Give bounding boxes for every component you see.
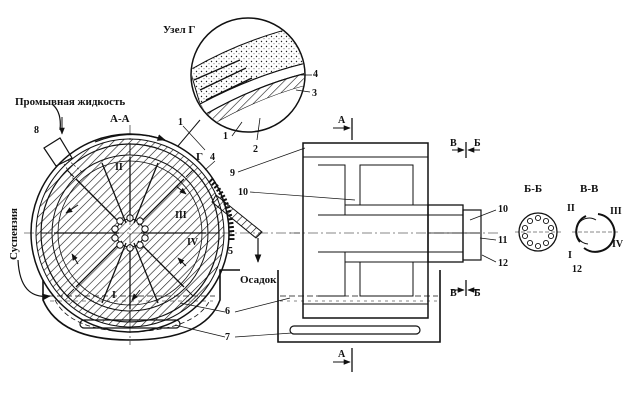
sediment-label: Осадок	[240, 274, 277, 286]
section-bb-view	[515, 212, 561, 252]
vv-label-12: 12	[572, 264, 582, 275]
detail-label-4: 4	[313, 69, 318, 80]
detail-label-3: 3	[312, 88, 317, 99]
section-vv-view	[572, 213, 618, 253]
label-12: 12	[498, 258, 508, 269]
cell-I: I	[112, 290, 116, 301]
longitudinal-section	[277, 118, 500, 372]
section-bb-title: Б-Б	[524, 183, 542, 195]
cell-III: III	[175, 210, 187, 221]
label-4: 4	[210, 152, 215, 163]
label-10-long: 10	[498, 204, 508, 215]
label-5: 5	[228, 246, 233, 257]
cut-b-bottom: Б	[474, 288, 481, 299]
suspension-label: Суспензия	[8, 208, 20, 260]
section-vv-title: В-В	[580, 183, 599, 195]
cut-a-top: А	[338, 115, 346, 126]
label-11: 11	[498, 235, 507, 246]
label-1: 1	[178, 117, 183, 128]
vv-I: I	[568, 250, 572, 261]
cut-a-bottom: А	[338, 349, 346, 360]
cell-IV: IV	[187, 237, 199, 248]
label-7: 7	[225, 332, 230, 343]
cut-b-top: Б	[474, 138, 481, 149]
label-8: 8	[34, 125, 39, 136]
label-6: 6	[225, 306, 230, 317]
leaders-longitudinal	[469, 209, 497, 263]
vv-III: III	[610, 206, 622, 217]
detail-g-view	[177, 17, 312, 147]
section-aa-label: А-А	[110, 113, 130, 125]
wash-liquid-label: Промывная жидкость	[15, 96, 125, 108]
vv-IV: IV	[612, 239, 624, 250]
letter-g: Г	[196, 151, 203, 163]
detail-title: Узел Г	[163, 24, 195, 36]
cut-v-bottom: В	[450, 288, 457, 299]
detail-label-2: 2	[253, 144, 258, 155]
vv-II: II	[567, 203, 575, 214]
drum-cross-section	[17, 103, 300, 345]
leaders-drum	[174, 125, 356, 338]
label-10-main: 10	[238, 187, 248, 198]
cell-II: II	[115, 162, 123, 173]
detail-label-1: 1	[223, 131, 228, 142]
cut-v-top: В	[450, 138, 457, 149]
label-9: 9	[230, 168, 235, 179]
